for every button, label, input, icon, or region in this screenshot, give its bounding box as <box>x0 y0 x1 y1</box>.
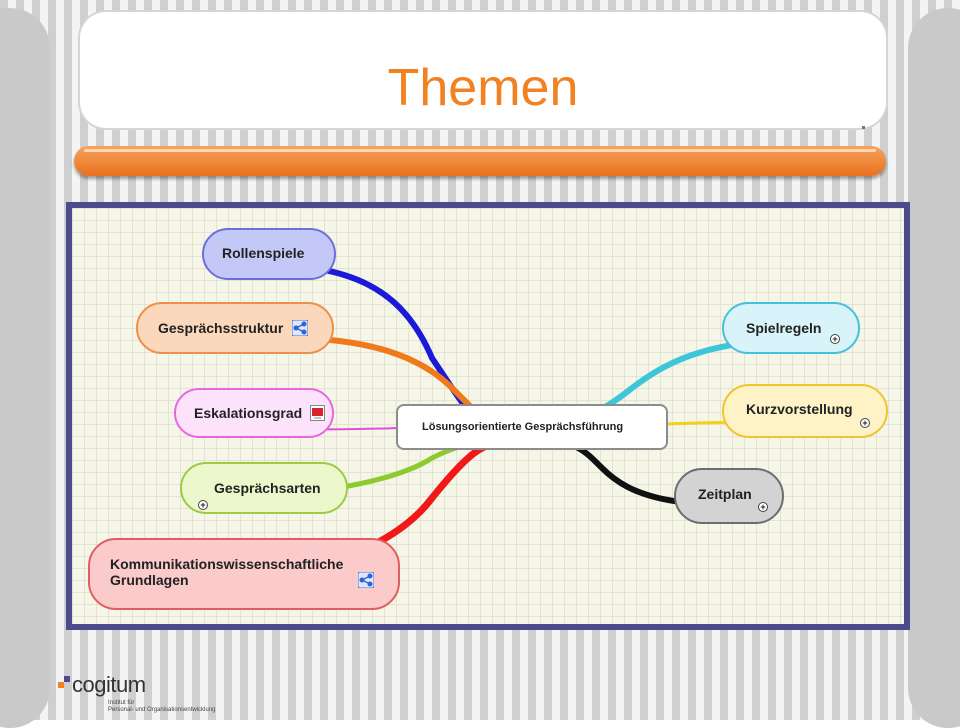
expand-plus-icon[interactable]: + <box>830 334 840 344</box>
slide-title: Themen <box>387 59 579 117</box>
node-label-line2: Grundlagen <box>110 572 189 588</box>
node-spielregeln[interactable]: Spielregeln + <box>722 302 860 354</box>
expand-plus-icon[interactable]: + <box>860 418 870 428</box>
left-decor-panel <box>0 8 50 728</box>
node-label: Gesprächsstruktur <box>158 320 284 336</box>
node-center[interactable]: Lösungsorientierte Gesprächsführung <box>396 404 668 450</box>
logo-mark <box>64 676 70 682</box>
right-decor-panel <box>908 8 960 728</box>
node-zeitplan[interactable]: Zeitplan + <box>674 468 784 524</box>
node-kurzvorstellung[interactable]: Kurzvorstellung + <box>722 384 888 438</box>
logo-name: cogitum <box>72 672 146 697</box>
expand-plus-icon[interactable]: + <box>198 500 208 510</box>
expand-plus-icon[interactable]: + <box>758 502 768 512</box>
title-divider-bar <box>74 146 886 176</box>
node-rollenspiele[interactable]: Rollenspiele <box>202 228 336 280</box>
node-eskalationsgrad[interactable]: Eskalationsgrad <box>174 388 334 438</box>
node-label: Kommunikationswissenschaftliche Grundlag… <box>110 556 343 588</box>
node-label: Gesprächsarten <box>214 480 321 496</box>
title-box <box>80 12 886 128</box>
node-kommunikation[interactable]: Kommunikationswissenschaftliche Grundlag… <box>88 538 400 610</box>
logo-sub-line1: Institut für <box>108 700 135 706</box>
node-label: Eskalationsgrad <box>194 405 303 421</box>
logo-sub-line2: Personal- und Organisationsentwicklung <box>108 707 216 713</box>
node-label: Rollenspiele <box>222 245 305 261</box>
node-label: Spielregeln <box>746 320 822 336</box>
logo-mark <box>58 682 64 688</box>
node-gespraechsstruktur[interactable]: Gesprächsstruktur <box>136 302 334 354</box>
title-dot <box>862 126 865 129</box>
pdf-document-icon[interactable] <box>310 405 325 421</box>
center-label: Lösungsorientierte Gesprächsführung <box>422 421 624 433</box>
node-gespraechsarten[interactable]: + Gesprächsarten <box>180 462 348 514</box>
node-label: Zeitplan <box>698 486 752 502</box>
link-share-icon[interactable] <box>358 572 374 588</box>
node-label-line1: Kommunikationswissenschaftliche <box>110 556 344 572</box>
node-label: Kurzvorstellung <box>746 401 853 417</box>
logo-subtitle: Institut für Personal- und Organisations… <box>108 700 215 714</box>
link-share-icon[interactable] <box>292 320 308 336</box>
mindmap-canvas: Rollenspiele Gesprächsstruktur Eskalatio… <box>72 208 904 624</box>
